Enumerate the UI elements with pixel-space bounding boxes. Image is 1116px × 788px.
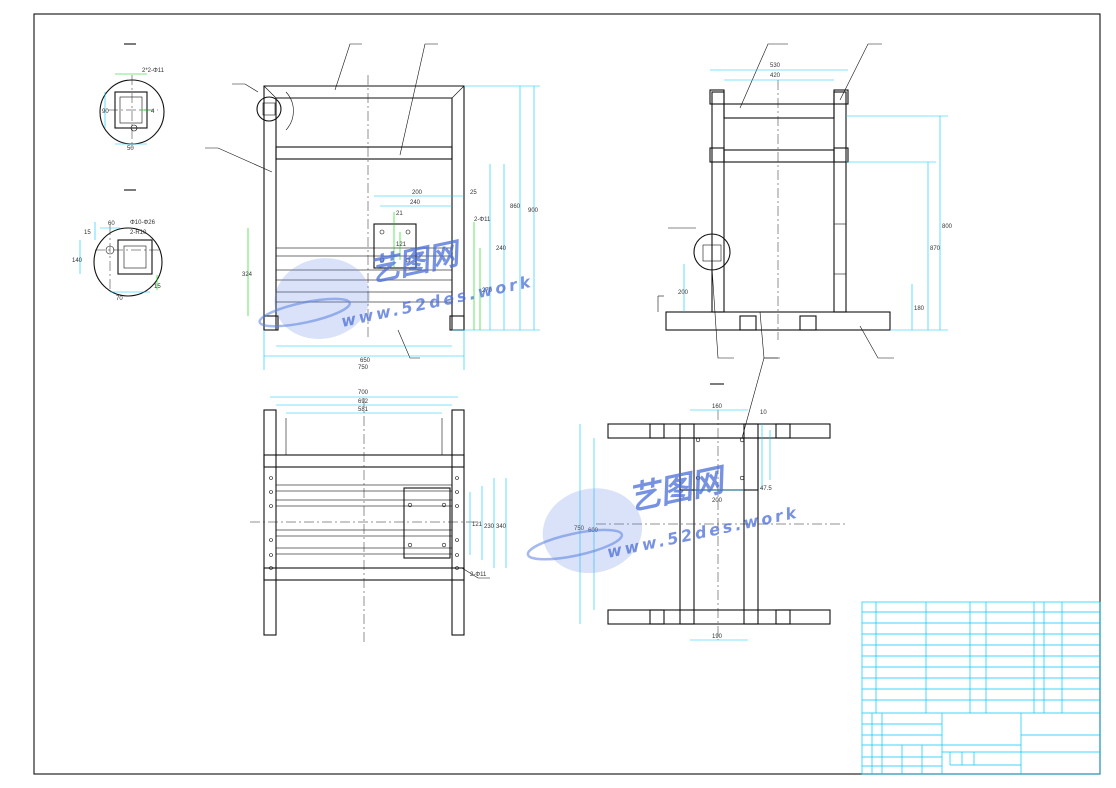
section-detail-b: 15 60 Φ10-Φ26 2-R10 140 70 15 <box>72 189 163 302</box>
dim-200c-label: 200 <box>712 498 723 504</box>
dim-70-label: 70 <box>116 296 123 302</box>
dim-200b-label: 200 <box>678 290 689 296</box>
top-view: 700 692 581 121 230 340 2-Φ11 <box>250 390 507 645</box>
dim-10-label: 10 <box>760 410 767 416</box>
dim-860-label: 860 <box>510 204 521 210</box>
dim-60-label: 60 <box>108 221 115 227</box>
section-a-hole-note: 2*2-Φ11 <box>142 68 165 74</box>
watermark-top: 艺图网 www.52des.work <box>258 236 535 339</box>
dim-15b-label: 15 <box>154 284 161 290</box>
watermark-brand-2: 艺图网 <box>625 460 732 518</box>
top-hole-note: 2-Φ11 <box>470 572 487 578</box>
dim-750-label: 750 <box>358 365 369 371</box>
dim-200-label: 200 <box>412 190 423 196</box>
front-hole-note: 2-Φ11 <box>474 217 491 223</box>
dim-900-label: 900 <box>528 208 539 214</box>
dim-340-label: 340 <box>496 524 507 530</box>
dim-240b-label: 240 <box>496 246 507 252</box>
dim-700-label: 700 <box>358 390 369 396</box>
dim-15-label: 15 <box>84 230 91 236</box>
dim-4-label: 4 <box>151 109 155 115</box>
dim-47-label: 47.5 <box>760 486 772 492</box>
dim-870-label: 870 <box>930 246 941 252</box>
section-b-bore-note: Φ10-Φ26 <box>130 220 156 226</box>
dim-800-label: 800 <box>942 224 953 230</box>
sheet-border <box>33 13 1101 775</box>
side-view: 530 420 800 870 180 200 <box>657 43 953 359</box>
dim-692-label: 692 <box>358 399 369 405</box>
dim-90-label: 90 <box>102 109 109 115</box>
dim-530-label: 530 <box>770 63 781 69</box>
dim-650-label: 650 <box>360 358 371 364</box>
title-block <box>861 601 1101 775</box>
dim-230-label: 230 <box>484 524 495 530</box>
dim-581-label: 581 <box>358 407 369 413</box>
section-b-radius-note: 2-R10 <box>130 230 147 236</box>
watermark-brand: 艺图网 <box>366 236 465 290</box>
section-detail-a: 2*2-Φ11 90 50 4 <box>99 43 165 152</box>
front-view: 650 750 200 240 25 21 121 2-Φ11 324 860 … <box>205 43 540 371</box>
dim-240-label: 240 <box>410 200 421 206</box>
dim-25-label: 25 <box>470 190 477 196</box>
dim-190-label: 190 <box>712 634 723 640</box>
dim-324-label: 324 <box>242 272 253 278</box>
dim-420-label: 420 <box>770 73 781 79</box>
dim-750b-label: 750 <box>574 526 585 532</box>
dim-21-label: 21 <box>396 211 403 217</box>
dim-180-label: 180 <box>914 306 925 312</box>
dim-121-label: 121 <box>396 242 407 248</box>
dim-140-label: 140 <box>72 258 83 264</box>
dim-121b-label: 121 <box>472 522 483 528</box>
dim-160-label: 160 <box>712 404 723 410</box>
watermark-bottom: 艺图网 www.52des.work <box>526 460 801 574</box>
dim-50-label: 50 <box>127 146 134 152</box>
dim-270-label: 270 <box>482 288 493 294</box>
